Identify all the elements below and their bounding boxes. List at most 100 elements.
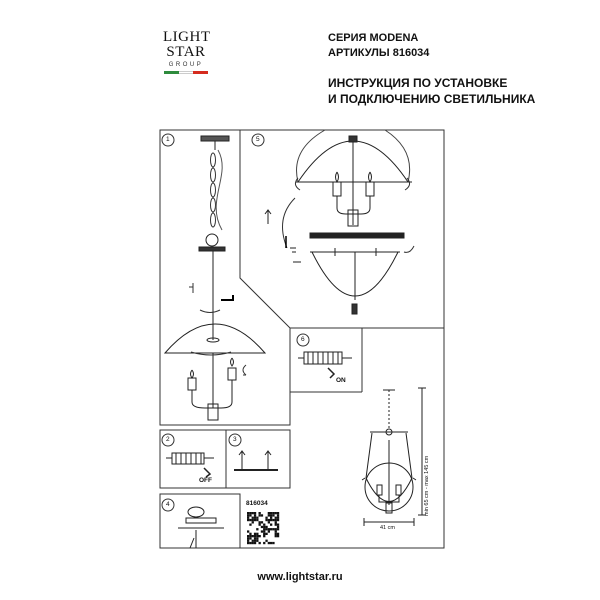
qr-module (270, 518, 273, 522)
qr-module (270, 523, 273, 526)
qr-module (265, 518, 268, 522)
step-6-badge (296, 333, 310, 347)
qr-module (267, 512, 270, 515)
qr-module (256, 528, 259, 531)
step-2-badge (161, 433, 175, 447)
qr-module (263, 530, 266, 533)
qr-module (270, 516, 273, 519)
qr-module (258, 541, 261, 545)
qr-module (274, 530, 277, 533)
qr-module (265, 539, 268, 542)
qr-module (270, 541, 273, 545)
qr-module (260, 525, 264, 529)
qr-module (260, 514, 264, 517)
qr-module (253, 535, 257, 538)
qr-module (274, 518, 277, 522)
qr-module (276, 523, 280, 526)
qr-module (256, 537, 259, 540)
qr-module (258, 521, 261, 524)
qr-module (272, 528, 275, 531)
qr-module (253, 539, 257, 542)
qr-module (258, 512, 261, 515)
qr-module (249, 518, 252, 522)
qr-module (256, 535, 259, 538)
brand-logo: LIGHT STAR GROUP (163, 29, 211, 74)
step-3-illustration (234, 450, 278, 471)
panel-6-border (240, 327, 445, 549)
qr-module (251, 521, 254, 524)
brand-line-2: STAR (166, 44, 206, 60)
step-5-number: 5 (256, 136, 260, 143)
qr-module (251, 512, 254, 515)
panel-1-border (159, 129, 291, 426)
qr-module (247, 535, 250, 538)
brand-line-1: LIGHT (163, 29, 211, 45)
step-1-badge (161, 133, 175, 147)
qr-module (274, 528, 277, 531)
qr-module (253, 516, 257, 519)
step-4-illustration (178, 506, 224, 549)
qr-module (270, 528, 273, 531)
article-number: АРТИКУЛЫ 816034 (328, 47, 430, 59)
qr-module (267, 530, 270, 533)
product-dimension-drawing (361, 387, 426, 526)
qr-module (249, 523, 252, 526)
qr-module (272, 541, 275, 545)
qr-module (247, 516, 250, 519)
qr-module (249, 541, 252, 545)
qr-module (247, 541, 250, 545)
product-code: 816034 (246, 500, 268, 507)
qr-module (265, 528, 268, 531)
qr-module (267, 528, 270, 531)
qr-module (274, 535, 277, 538)
qr-module (251, 518, 254, 522)
qr-module (263, 525, 266, 529)
qr-module (249, 532, 252, 535)
qr-module (276, 516, 280, 519)
qr-module (258, 523, 261, 526)
step-1-number: 1 (166, 136, 170, 143)
step-6-number: 6 (301, 336, 305, 343)
series-title: СЕРИЯ MODENA (328, 32, 419, 44)
qr-module (272, 512, 275, 515)
panel-borders (159, 129, 445, 549)
qr-module (251, 516, 254, 519)
off-label: OFF (199, 477, 212, 484)
qr-module (251, 541, 254, 545)
qr-module (270, 514, 273, 517)
step-2-illustration (166, 452, 214, 478)
step-4-number: 4 (166, 501, 170, 508)
height-dimension: min 65 cm - max 145 cm (424, 455, 430, 516)
on-label: ON (336, 377, 346, 384)
qr-module (253, 537, 257, 540)
qr-module (251, 539, 254, 542)
qr-module (274, 521, 277, 524)
qr-module (249, 512, 252, 515)
italian-flag-icon (164, 71, 209, 74)
qr-module (272, 518, 275, 522)
step-2-number: 2 (166, 436, 170, 443)
step-3-badge (228, 433, 242, 447)
qr-module (258, 514, 261, 517)
website-url: www.lightstar.ru (257, 571, 343, 583)
qr-module (276, 518, 280, 522)
qr-module (260, 530, 264, 533)
qr-module (274, 512, 277, 515)
step-4-badge (161, 498, 175, 512)
qr-module (247, 530, 250, 533)
qr-module (276, 525, 280, 529)
qr-module (247, 512, 250, 515)
qr-module (249, 537, 252, 540)
qr-module (253, 512, 257, 515)
qr-module (251, 535, 254, 538)
qr-module (253, 532, 257, 535)
qr-module (253, 518, 257, 522)
qr-module (263, 523, 266, 526)
qr-module (263, 535, 266, 538)
qr-module (267, 521, 270, 524)
qr-module (258, 535, 261, 538)
qr-module (247, 539, 250, 542)
instruction-title-line-1: ИНСТРУКЦИЯ ПО УСТАНОВКЕ (328, 76, 508, 90)
qr-module (256, 532, 259, 535)
step-1-illustration (163, 135, 267, 421)
